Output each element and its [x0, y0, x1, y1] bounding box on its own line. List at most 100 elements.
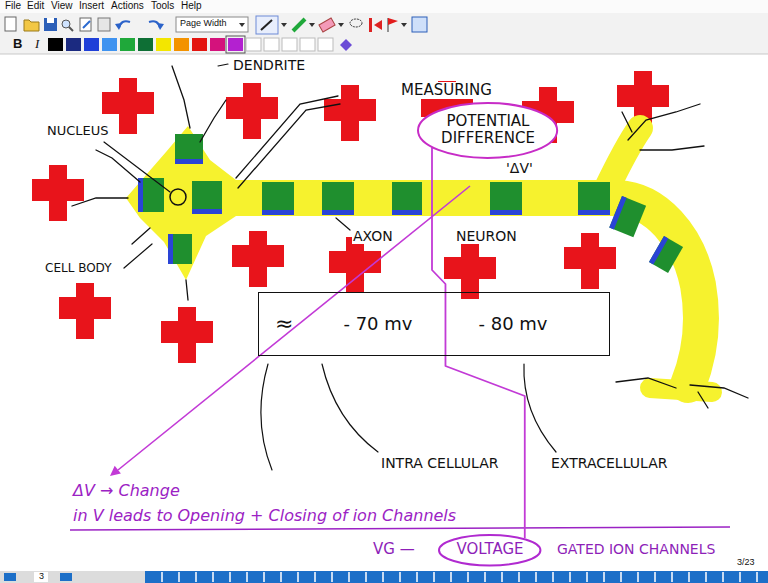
connector: [432, 147, 525, 538]
cell-body-highlight: [126, 126, 236, 280]
page-bar-block: [4, 573, 16, 581]
axon-terminal: [640, 146, 704, 150]
color-swatch: [174, 38, 189, 51]
ion-channel-body: [392, 182, 422, 215]
ion-channel-edge: [192, 209, 222, 214]
zoom-text: Page Width: [179, 18, 228, 28]
note-text: GATED ION CHANNELS: [556, 541, 716, 557]
page-number: 3/23: [736, 557, 756, 567]
pen-tool-icon: [261, 20, 272, 30]
ion-channel-edge: [649, 236, 668, 264]
ion-channel: [490, 182, 522, 215]
ion-channel-body: [649, 236, 683, 273]
ion-channel: [192, 181, 222, 214]
note-text: in V leads to Opening + Closing of ion C…: [72, 507, 457, 525]
leader-line: [124, 244, 152, 268]
toolbar-background: [0, 0, 768, 54]
menu-item: View: [50, 0, 74, 12]
dendrite: [236, 96, 338, 178]
empty-swatch: [264, 38, 279, 51]
ion-channel-body: [168, 234, 192, 264]
ion-channel-body: [262, 182, 294, 215]
color-swatch: [210, 38, 225, 51]
note-text: ΔV → Change: [72, 482, 181, 500]
leader-line: [261, 364, 272, 470]
menu-item: Edit: [26, 0, 45, 12]
new-icon: [5, 17, 16, 31]
zoom-dropdown: [176, 17, 248, 32]
ion-channel: [649, 236, 683, 273]
membrane-potential-box: ≈- 70 mv- 80 mv: [258, 292, 610, 356]
color-swatch: [84, 38, 99, 51]
page-icon: [80, 18, 91, 31]
search-icon-handle: [69, 27, 73, 31]
leader-line: [336, 218, 350, 230]
leader-line: [322, 364, 378, 452]
toolbar-border: [0, 54, 768, 55]
color-swatch: [228, 38, 243, 51]
node-text: - 70 mv: [343, 314, 412, 335]
menu-item: Help: [180, 0, 203, 12]
menu-item: Actions: [110, 0, 145, 12]
insert-space-arrow: [374, 20, 382, 30]
dendrite: [172, 66, 190, 128]
part-label: AXON: [352, 228, 394, 244]
node-text-group: VOLTAGE: [456, 541, 523, 558]
red-cross: [522, 87, 574, 143]
ion-channel-body: [322, 182, 354, 215]
undo-icon-head: [115, 23, 122, 30]
empty-swatch: [300, 38, 315, 51]
nucleus-circle: [170, 189, 186, 205]
color-swatch: [66, 38, 81, 51]
menu-item: File: [4, 0, 22, 12]
axon-terminal: [622, 112, 632, 132]
red-cross: [324, 85, 376, 141]
leader-line: [104, 142, 170, 192]
open-icon: [24, 20, 39, 31]
pen-tool: [256, 16, 278, 34]
dendrite: [186, 280, 188, 300]
dendrite: [96, 150, 140, 182]
ion-channel: [609, 196, 646, 237]
part-label: CELL BODY: [44, 262, 113, 276]
ion-channel: [168, 234, 192, 264]
axon-terminal: [690, 385, 748, 398]
page-bar-strip: [145, 571, 768, 583]
color-swatch: [102, 38, 117, 51]
page-bar: [0, 571, 768, 583]
ion-channel-edge: [168, 234, 173, 264]
dropdown-arrow: [401, 23, 407, 27]
color-swatch: [120, 38, 135, 51]
eraser-tool: [319, 18, 335, 32]
flag-tool: [388, 18, 398, 25]
red-cross: [564, 233, 616, 289]
ion-channel-edge: [490, 210, 522, 215]
red-cross: [421, 81, 473, 137]
bold-button: B: [12, 37, 23, 52]
ion-channel-edge: [138, 178, 143, 212]
leader-group: [104, 64, 556, 470]
save-icon: [44, 18, 57, 31]
page-bar-block: [60, 573, 72, 581]
ion-channel-body: [192, 181, 222, 214]
dendrite: [72, 198, 128, 206]
dendrite: [200, 100, 226, 142]
ion-channel-edge: [609, 196, 626, 229]
ion-channel-body: [578, 182, 610, 215]
ion-channel: [578, 182, 610, 215]
ion-channel-body: [175, 134, 203, 164]
insert-space-tool: [369, 18, 372, 32]
note-text: MEASURING: [400, 82, 493, 99]
ion-channel-body: [490, 182, 522, 215]
ion-channel-body: [609, 196, 646, 237]
axon-terminal: [628, 104, 700, 140]
ion-channel: [262, 182, 294, 215]
empty-swatch: [282, 38, 297, 51]
ellipse-shape: [418, 103, 557, 158]
red-cross: [32, 165, 84, 221]
node-text-group: ≈- 70 mv- 80 mv: [259, 311, 548, 336]
node-text: - 80 mv: [478, 314, 547, 335]
